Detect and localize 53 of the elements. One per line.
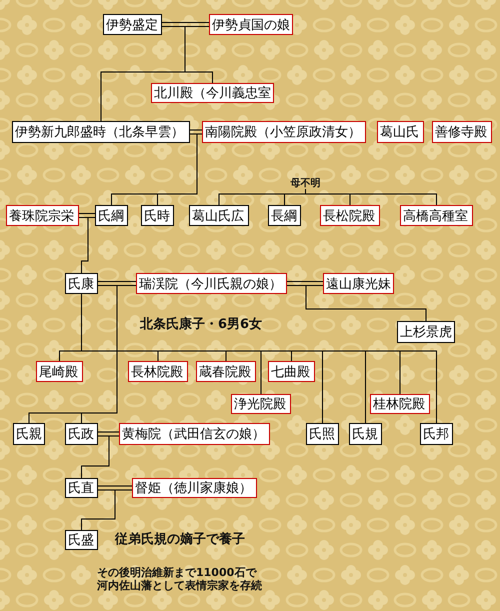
double-line	[286, 281, 324, 286]
name-box: 氏時	[141, 205, 174, 226]
note-text: 従弟氏規の嫡子で養子	[115, 533, 245, 548]
name-box: 浄光院殿	[231, 394, 291, 414]
connector-line	[81, 285, 136, 424]
name-box: 葛山氏	[377, 121, 424, 143]
connector-line	[306, 285, 426, 322]
double-line	[98, 281, 136, 286]
name-box: 黄梅院（武田信玄の娘）	[119, 423, 270, 445]
name-box: 氏照	[306, 423, 339, 445]
double-line	[78, 213, 96, 218]
name-box: 北川殿（今川義忠室	[151, 83, 274, 103]
double-line	[98, 486, 132, 490]
name-box: 氏直	[65, 478, 98, 498]
name-box: 氏親	[13, 423, 45, 445]
connector-line	[78, 217, 88, 274]
name-box: 上杉景虎	[397, 321, 455, 343]
name-box: 伊勢新九郎盛時（北条早雲）	[12, 121, 190, 143]
name-box: 高橋高種室	[400, 205, 473, 226]
connector-line	[157, 134, 202, 206]
name-box: 七曲殿	[268, 361, 315, 382]
name-box: 長綱	[268, 205, 301, 226]
connector-line	[81, 436, 120, 478]
double-line	[162, 22, 210, 27]
name-box: 氏盛	[65, 530, 98, 550]
name-box: 長林院殿	[128, 361, 188, 382]
name-box: 氏綱	[95, 205, 128, 226]
note-text: 母不明	[290, 178, 321, 189]
name-box: 氏政	[65, 423, 98, 445]
name-box: 葛山氏広	[189, 205, 249, 226]
name-box: 蔵春院殿	[196, 361, 256, 382]
name-box: 桂林院殿	[370, 394, 430, 414]
name-box: 養珠院宗栄	[6, 205, 79, 226]
name-box: 伊勢盛定	[103, 14, 162, 35]
name-box: 南陽院殿（小笠原政清女）	[202, 121, 366, 143]
name-box: 氏邦	[420, 423, 453, 445]
double-line	[98, 432, 120, 436]
name-box: 氏康	[65, 273, 98, 294]
name-box: 督姫（徳川家康娘）	[132, 478, 257, 498]
note-text: 北条氏康子・6男6女	[140, 318, 262, 332]
note-text: その後明治維新まで11000石で	[97, 567, 256, 580]
name-box: 伊勢貞国の娘	[209, 14, 293, 35]
name-box: 長松院殿	[320, 205, 380, 226]
double-line	[190, 130, 202, 134]
name-box: 氏規	[349, 423, 382, 445]
name-box: 善修寺殿	[432, 121, 492, 143]
connector-line	[305, 188, 437, 206]
note-text: 河内佐山藩として表情宗家を存続	[97, 580, 262, 592]
connector-line	[81, 490, 132, 530]
connector-line	[184, 26, 213, 84]
name-box: 遠山康光妹	[323, 273, 394, 294]
name-box: 尾崎殿	[36, 361, 83, 382]
name-box: 瑞渓院（今川氏親の娘）	[136, 273, 287, 294]
